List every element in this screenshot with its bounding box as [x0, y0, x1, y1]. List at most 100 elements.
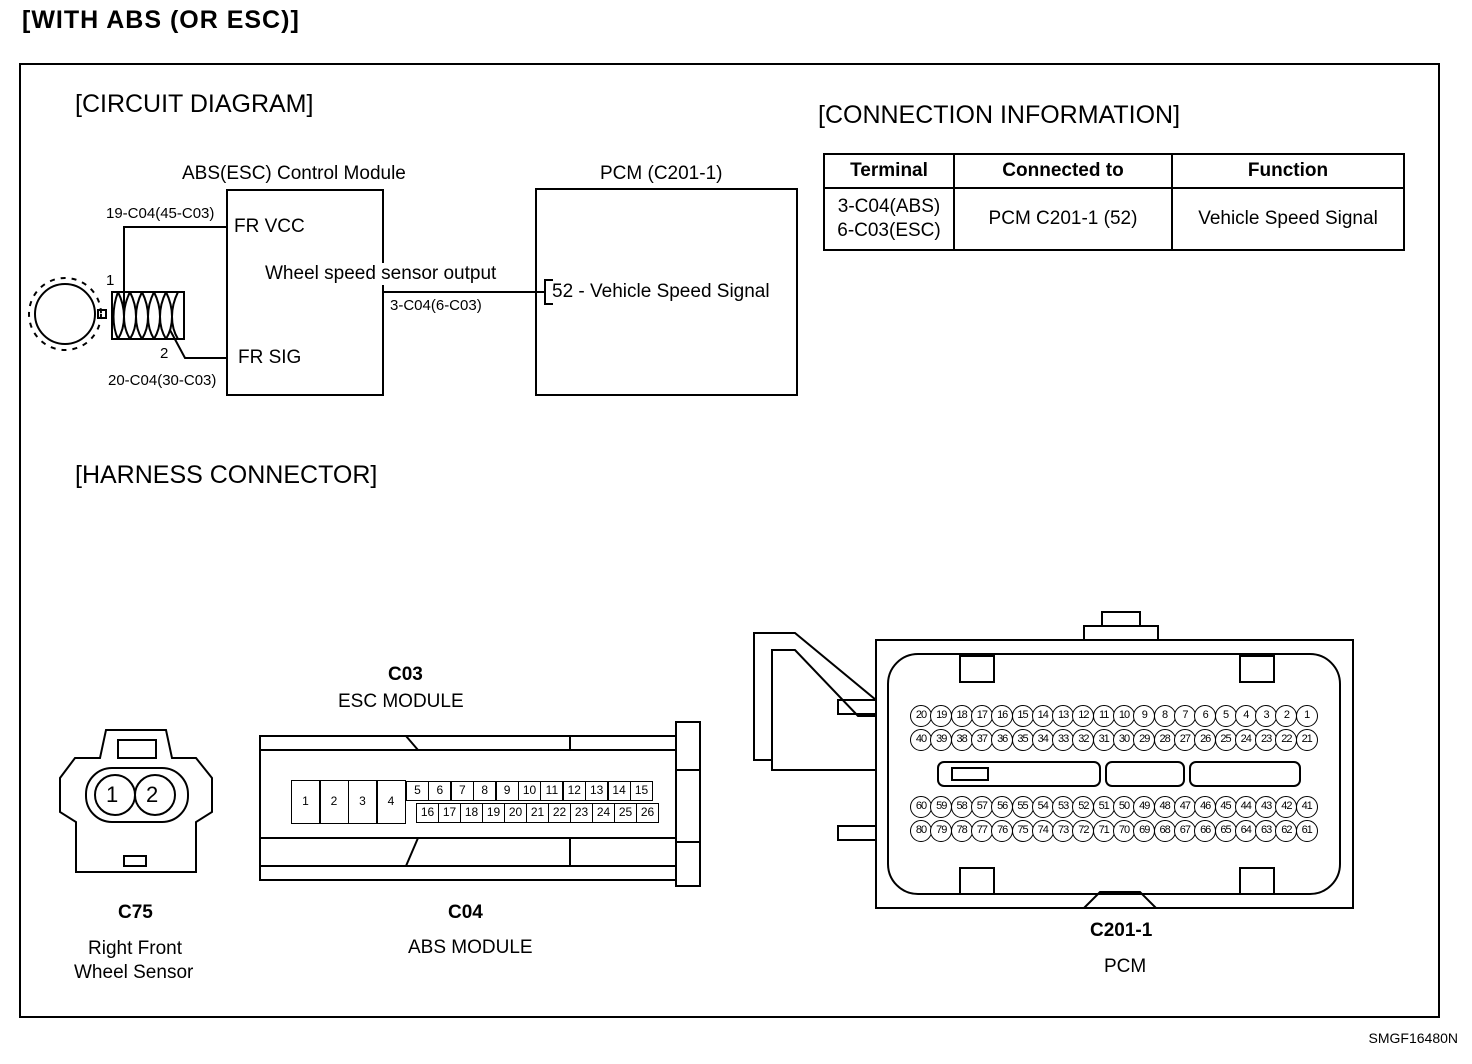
pcm-pin: 77 — [970, 820, 993, 842]
pcm-pin: 68 — [1153, 820, 1176, 842]
pcm-pin: 73 — [1052, 820, 1075, 842]
pcm-pin: 78 — [950, 820, 973, 842]
abs-pin: 21 — [526, 803, 549, 823]
pcm-pin: 65 — [1214, 820, 1237, 842]
abs-module-label: ABS(ESC) Control Module — [182, 163, 406, 184]
abs-pin: 13 — [585, 781, 609, 801]
c04-code: C04 — [448, 902, 483, 923]
pcm-pin: 63 — [1255, 820, 1278, 842]
fr-sig-label: FR SIG — [238, 347, 302, 368]
pcm-pin: 30 — [1113, 729, 1135, 751]
abs-pin: 17 — [438, 803, 461, 823]
pcm-pin: 51 — [1092, 796, 1115, 818]
pcm-pin: 58 — [950, 796, 973, 818]
sensor-pin-2: 2 — [160, 345, 169, 362]
pcm-pin: 17 — [970, 705, 993, 727]
pcm-pin: 20 — [910, 705, 932, 727]
diagram-frame — [19, 63, 1440, 1018]
pcm-pin: 21 — [1295, 729, 1318, 751]
abs-pin: 14 — [607, 781, 631, 801]
abs-pin: 9 — [495, 781, 519, 801]
abs-connector-drawing — [259, 721, 701, 887]
terminal-cell: 3-C04(ABS) 6-C03(ESC) — [823, 187, 955, 251]
page-heading: [WITH ABS (OR ESC)] — [22, 6, 300, 34]
harness-connector-title: [HARNESS CONNECTOR] — [75, 461, 378, 489]
c75-name-line2: Wheel Sensor — [74, 962, 194, 983]
connection-info-title: [CONNECTION INFORMATION] — [818, 101, 1181, 129]
pcm-pin: 53 — [1052, 796, 1075, 818]
pcm-pin: 18 — [950, 705, 973, 727]
abs-pin: 12 — [562, 781, 586, 801]
circuit-diagram-title: [CIRCUIT DIAGRAM] — [75, 90, 314, 118]
pcm-pin: 71 — [1092, 820, 1115, 842]
output-pin-label: 3-C04(6-C03) — [390, 297, 482, 314]
pcm-pin: 60 — [910, 796, 932, 818]
fr-vcc-label: FR VCC — [234, 216, 305, 237]
abs-pin: 24 — [592, 803, 615, 823]
tone-wheel — [28, 277, 107, 351]
pcm-pin: 35 — [1011, 729, 1034, 751]
abs-pin: 3 — [348, 780, 377, 824]
pcm-pin: 4 — [1234, 705, 1257, 727]
abs-pin: 11 — [540, 781, 564, 801]
pcm-pin: 61 — [1295, 820, 1318, 842]
pcm-pin: 27 — [1173, 729, 1196, 751]
c75-pin-2: 2 — [146, 782, 159, 807]
pcm-pin: 62 — [1275, 820, 1298, 842]
pcm-connector-drawing — [753, 611, 1354, 909]
pcm-connector-name: PCM — [1104, 956, 1147, 977]
abs-pin: 4 — [376, 780, 406, 824]
c75-name-line1: Right Front — [88, 938, 182, 959]
pcm-pin: 23 — [1255, 729, 1278, 751]
terminal-abs: 3-C04(ABS) — [837, 196, 941, 217]
abs-pin: 1 — [291, 780, 320, 824]
figure-code: SMGF16480N — [1368, 1030, 1458, 1046]
pcm-connector-code: C201-1 — [1090, 920, 1153, 941]
sig-wire — [169, 329, 227, 359]
pcm-pin: 33 — [1052, 729, 1075, 751]
pcm-pin: 14 — [1031, 705, 1054, 727]
abs-pin: 20 — [504, 803, 527, 823]
pcm-pin: 44 — [1234, 796, 1257, 818]
pcm-pin: 74 — [1031, 820, 1054, 842]
abs-pin: 2 — [319, 780, 349, 824]
abs-pin: 8 — [473, 781, 497, 801]
abs-pin: 16 — [416, 803, 439, 823]
pcm-pin: 41 — [1295, 796, 1318, 818]
abs-pin: 19 — [482, 803, 505, 823]
pcm-pin: 38 — [950, 729, 973, 751]
c03-code: C03 — [388, 664, 423, 685]
pcm-pin: 54 — [1031, 796, 1054, 818]
pcm-pin-label: 52 - Vehicle Speed Signal — [552, 281, 770, 302]
pcm-module-label: PCM (C201-1) — [600, 163, 723, 184]
c04-name: ABS MODULE — [408, 937, 533, 958]
abs-pin: 5 — [406, 781, 429, 801]
pcm-pin: 28 — [1153, 729, 1176, 751]
pcm-pin: 13 — [1052, 705, 1075, 727]
abs-pin: 22 — [548, 803, 571, 823]
pcm-pin: 8 — [1153, 705, 1176, 727]
pcm-pin: 15 — [1011, 705, 1034, 727]
pcm-pin: 24 — [1234, 729, 1257, 751]
abs-pin: 18 — [460, 803, 483, 823]
pcm-pin: 67 — [1173, 820, 1196, 842]
pcm-pin: 80 — [910, 820, 932, 842]
c75-code: C75 — [118, 902, 153, 923]
pcm-pin: 12 — [1072, 705, 1095, 727]
table-row: 3-C04(ABS) 6-C03(ESC) PCM C201-1 (52) Ve… — [823, 187, 1405, 251]
function-cell: Vehicle Speed Signal — [1171, 187, 1405, 251]
vcc-wire — [123, 226, 227, 315]
sensor-output-label: Wheel speed sensor output — [265, 263, 497, 285]
pcm-pin: 34 — [1031, 729, 1054, 751]
pcm-pin: 66 — [1194, 820, 1217, 842]
pcm-pin: 3 — [1255, 705, 1278, 727]
pcm-pin: 25 — [1214, 729, 1237, 751]
pcm-pin: 70 — [1113, 820, 1135, 842]
pcm-pin: 7 — [1173, 705, 1196, 727]
connection-table: Terminal Connected to Function 3-C04(ABS… — [823, 153, 1405, 251]
pcm-pin: 55 — [1011, 796, 1034, 818]
pcm-pin: 37 — [970, 729, 993, 751]
c75-pin-1: 1 — [106, 782, 119, 807]
pcm-pin: 45 — [1214, 796, 1237, 818]
